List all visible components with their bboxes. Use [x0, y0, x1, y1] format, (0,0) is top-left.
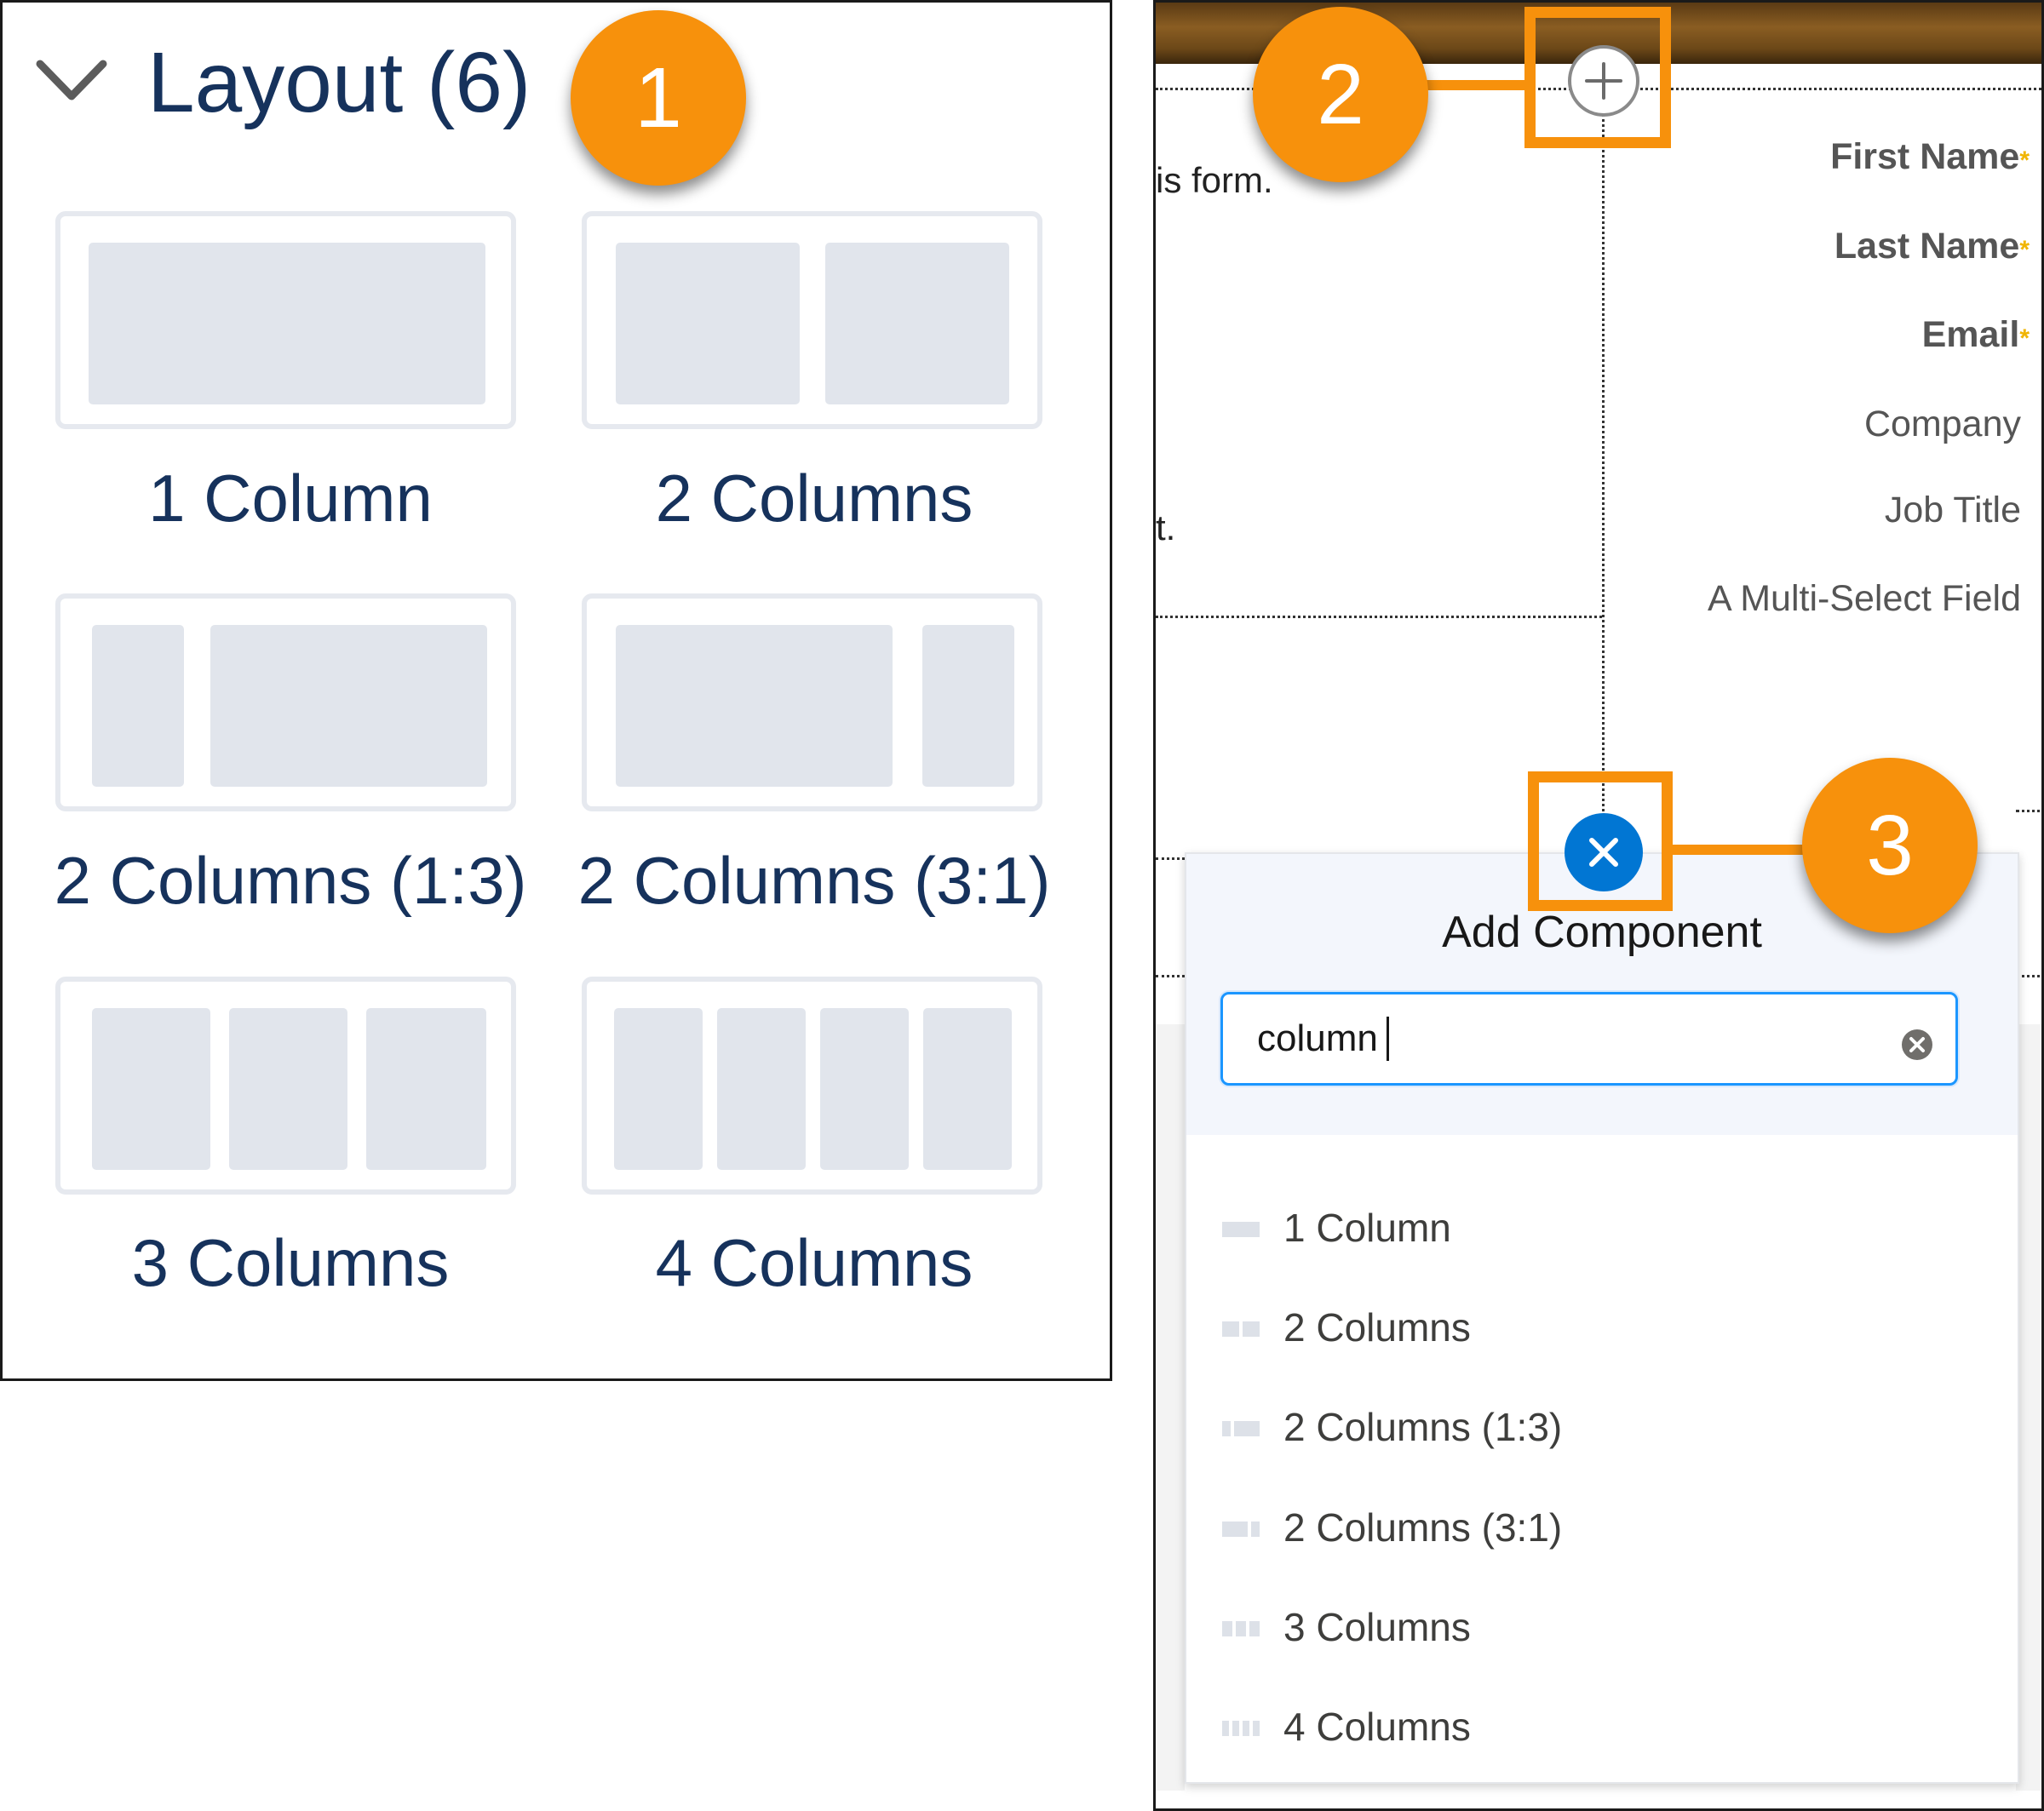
- canvas-background: [1156, 1024, 1185, 1791]
- component-result-label: 2 Columns: [1283, 1305, 1471, 1350]
- callout-badge-2: 2: [1253, 7, 1428, 182]
- plus-circle-icon[interactable]: [1566, 43, 1641, 118]
- field-label-company: Company: [1863, 404, 2021, 444]
- layout-tile-label: 2 Columns (3:1): [577, 843, 1051, 918]
- layout-tile-label: 2 Columns: [655, 461, 973, 536]
- field-label-job-title: Job Title: [1884, 490, 2021, 530]
- section-guide: [1156, 975, 1185, 977]
- component-result-label: 2 Columns (3:1): [1283, 1505, 1563, 1550]
- section-guide: [2016, 975, 2041, 977]
- callout-badge-3: 3: [1802, 758, 1978, 933]
- layout-tile-label: 3 Columns: [131, 1225, 450, 1300]
- form-description-text: t.: [1156, 507, 1176, 547]
- layout-tile-2-columns[interactable]: [582, 211, 1042, 429]
- layout-tile-label: 2 Columns (1:3): [54, 843, 527, 918]
- two-columns-3-1-icon: [1222, 1522, 1260, 1537]
- callout-badge-1: 1: [571, 10, 746, 186]
- layout-tile-1-column[interactable]: [55, 211, 516, 429]
- callout-connector: [1669, 845, 1809, 855]
- layout-section-title[interactable]: Layout (6): [147, 35, 531, 130]
- section-guide: [1156, 616, 1602, 618]
- column-guide: [1602, 88, 1605, 854]
- search-input-value: column: [1257, 1017, 1378, 1059]
- component-result-label: 2 Columns (1:3): [1283, 1405, 1563, 1449]
- two-columns-1-3-icon: [1222, 1421, 1260, 1436]
- three-columns-icon: [1222, 1621, 1260, 1636]
- field-label-multi-select: A Multi-Select Field: [1707, 578, 2021, 619]
- component-result-3-columns[interactable]: 3 Columns: [1217, 1596, 1984, 1664]
- layout-tile-2-columns-1-3[interactable]: [55, 593, 516, 811]
- field-label-last-name: Last Name*: [1834, 226, 2030, 266]
- form-description-text: is form.: [1156, 160, 1273, 200]
- component-result-2-columns-3-1[interactable]: 2 Columns (3:1): [1217, 1496, 1984, 1564]
- field-label-first-name: First Name*: [1830, 136, 2030, 177]
- layout-panel: Layout (6) 1 Column 2 Columns 2 Columns …: [0, 0, 1112, 1381]
- layout-tile-2-columns-3-1[interactable]: [582, 593, 1042, 811]
- component-result-2-columns[interactable]: 2 Columns: [1217, 1296, 1984, 1364]
- highlight-box-close-button: [1528, 771, 1673, 911]
- close-circle-icon[interactable]: [1563, 811, 1645, 893]
- highlight-box-add-button: [1524, 7, 1671, 148]
- clear-search-icon[interactable]: [1901, 1029, 1933, 1061]
- add-component-popover: Add Component column 1 Column 2 Columns: [1185, 852, 2019, 1784]
- layout-tile-4-columns[interactable]: [582, 977, 1042, 1195]
- callout-connector: [1422, 80, 1528, 90]
- four-columns-icon: [1222, 1721, 1260, 1736]
- section-guide: [2016, 810, 2041, 812]
- two-columns-icon: [1222, 1321, 1260, 1337]
- component-result-label: 3 Columns: [1283, 1605, 1471, 1649]
- component-result-4-columns[interactable]: 4 Columns: [1217, 1695, 1984, 1763]
- component-result-label: 1 Column: [1283, 1206, 1451, 1250]
- section-guide: [1156, 857, 1185, 860]
- one-column-icon: [1222, 1222, 1260, 1237]
- layout-tile-3-columns[interactable]: [55, 977, 516, 1195]
- chevron-down-icon[interactable]: [35, 52, 108, 112]
- canvas-background: [2016, 1024, 2041, 1791]
- component-result-2-columns-1-3[interactable]: 2 Columns (1:3): [1217, 1396, 1984, 1464]
- popover-title: Add Component: [1442, 908, 1762, 957]
- layout-tile-label: 4 Columns: [655, 1225, 973, 1300]
- text-cursor: [1387, 1017, 1389, 1061]
- component-result-label: 4 Columns: [1283, 1705, 1471, 1749]
- component-search-input[interactable]: column: [1220, 992, 1958, 1086]
- layout-tile-label: 1 Column: [148, 461, 433, 536]
- component-result-1-column[interactable]: 1 Column: [1217, 1196, 1984, 1264]
- field-label-email: Email*: [1921, 314, 2030, 355]
